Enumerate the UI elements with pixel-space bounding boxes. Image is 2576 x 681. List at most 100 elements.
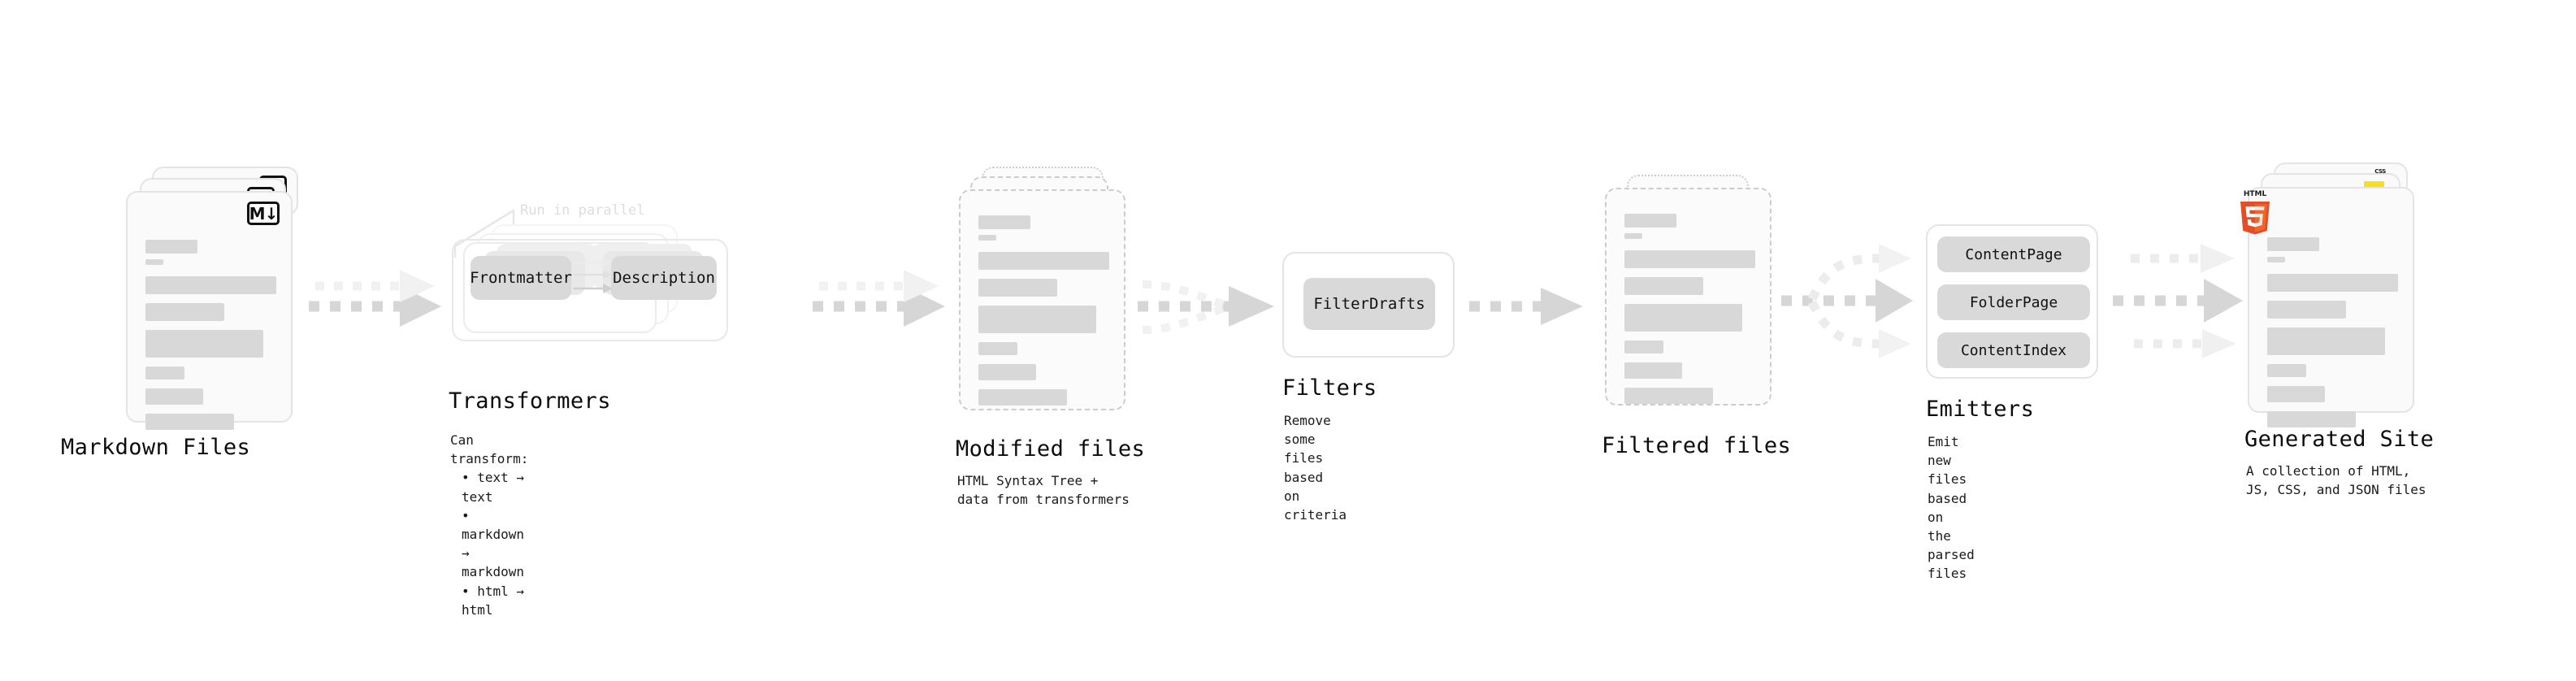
document-card-front: HTML [2240, 187, 2414, 427]
emitter-chip-contentindex[interactable]: ContentIndex [1937, 332, 2090, 368]
connector-modified-to-filters [1138, 280, 1274, 334]
placeholder-line [145, 388, 203, 405]
emitter-chip-folderpage[interactable]: FolderPage [1937, 284, 2090, 320]
generated-site-stack: CSS HTML [2240, 163, 2431, 431]
run-in-parallel-bracket [453, 209, 515, 258]
description-line: data from transformers [957, 492, 1130, 508]
transformers-description-head: Can transform: [450, 432, 529, 467]
emitter-chip-contentpage[interactable]: ContentPage [1937, 236, 2090, 272]
stage-title-generated-site: Generated Site [2244, 427, 2435, 452]
filters-panel: FilterDrafts [1282, 252, 1455, 358]
html5-icon: HTML [2238, 190, 2272, 237]
placeholder-line [1624, 214, 1676, 228]
stage-title-transformers: Transformers [449, 388, 611, 414]
placeholder-line [2267, 301, 2346, 319]
filters-description: Remove some files based on criteria [1284, 411, 1347, 524]
placeholder-line [1624, 388, 1713, 404]
stage-modified-files: Modified files HTML Syntax Tree + data f… [956, 167, 1145, 507]
transformer-chip-label: Description [613, 269, 715, 287]
placeholder-line [2267, 257, 2285, 262]
emitter-chip-label: ContentIndex [1960, 341, 2067, 359]
connector-emitters-to-site [2113, 244, 2243, 358]
emitter-chip-label: ContentPage [1965, 245, 2062, 263]
filter-chip-filterdrafts[interactable]: FilterDrafts [1303, 278, 1435, 330]
modified-file-stack [959, 167, 1134, 427]
placeholder-line [145, 240, 197, 254]
html5-shield [2240, 202, 2270, 235]
placeholder-line [145, 330, 263, 358]
markdown-badge-letter: M [249, 203, 266, 223]
connector-transformers-to-modified [813, 270, 945, 327]
description-line: Emit new files based on [1928, 434, 1967, 525]
placeholder-line [1624, 277, 1703, 295]
stage-title-emitters: Emitters [1926, 397, 2035, 422]
markdown-badge-arrow: ↓ [264, 203, 279, 223]
run-in-parallel-note: Run in parallel [520, 202, 645, 219]
placeholder-line [978, 215, 1030, 229]
placeholder-line [2267, 364, 2306, 377]
stage-markdown-files: M↓ M↓ M↓ [61, 167, 301, 460]
placeholder-line [145, 276, 276, 294]
description-line: HTML Syntax Tree + [957, 473, 1099, 488]
modified-files-description: HTML Syntax Tree + data from transformer… [957, 471, 1130, 509]
placeholder-line [2267, 386, 2325, 402]
placeholder-line [978, 252, 1109, 270]
connector-filters-to-filtered [1469, 288, 1583, 325]
transformers-bullet: • text → text [462, 470, 525, 505]
stage-title-modified-files: Modified files [956, 436, 1146, 462]
placeholder-line [145, 367, 184, 380]
document-placeholder-lines [978, 215, 1109, 414]
placeholder-line [1624, 362, 1682, 379]
placeholder-line [978, 235, 996, 241]
transformer-inner-arrows [574, 258, 613, 293]
emitters-description: Emit new files based on the parsed files [1928, 432, 1975, 583]
placeholder-line [978, 342, 1017, 355]
placeholder-line [2267, 274, 2398, 292]
stage-title-filtered-files: Filtered files [1602, 433, 1792, 458]
transformer-chip-description[interactable]: Description [611, 256, 717, 300]
markdown-file-stack: M↓ M↓ M↓ [126, 167, 301, 430]
document-placeholder-lines [2267, 237, 2398, 436]
placeholder-line [978, 306, 1096, 333]
document-placeholder-lines [1624, 214, 1755, 413]
placeholder-line [145, 414, 234, 430]
placeholder-line [1624, 340, 1663, 354]
transformer-chip-frontmatter[interactable]: Frontmatter [470, 256, 572, 300]
placeholder-line [978, 279, 1057, 297]
document-placeholder-lines [145, 240, 276, 439]
filtered-file-stack [1605, 175, 1780, 427]
transformer-panel-front [452, 239, 728, 341]
stage-filtered-files: Filtered files [1602, 175, 1791, 458]
stage-title-filters: Filters [1282, 375, 1377, 401]
emitters-panel: ContentPage FolderPage ContentIndex [1926, 224, 2098, 379]
document-card-front [1605, 188, 1772, 406]
description-line: A collection of HTML, [2246, 463, 2411, 479]
transformers-bullet: • html → html [462, 583, 525, 618]
html5-icon-label: HTML [2243, 190, 2267, 198]
generated-site-description: A collection of HTML, JS, CSS, and JSON … [2246, 462, 2426, 499]
description-line: the parsed files [1928, 527, 1975, 582]
filter-chip-label: FilterDrafts [1313, 295, 1425, 313]
connector-filtered-to-emitters [1781, 244, 1913, 358]
placeholder-line [1624, 250, 1755, 268]
placeholder-line [2267, 411, 2356, 427]
connector-markdown-to-transformers [309, 270, 441, 327]
transformer-chip-label: Frontmatter [470, 269, 572, 287]
css-badge-label: CSS [2374, 168, 2386, 175]
stage-title-markdown-files: Markdown Files [61, 435, 251, 460]
emitter-chip-label: FolderPage [1969, 293, 2058, 311]
placeholder-line [978, 364, 1036, 380]
placeholder-line [978, 389, 1067, 406]
placeholder-line [145, 303, 224, 321]
description-line: Remove some files based [1284, 413, 1331, 485]
stage-generated-site: CSS HTML [2240, 163, 2434, 497]
placeholder-line [2267, 327, 2385, 355]
markdown-badge: M↓ [247, 202, 280, 225]
transformers-description: Can transform: • text → text • markdown … [450, 431, 528, 619]
placeholder-line [1624, 304, 1742, 332]
document-card-front: M↓ [126, 191, 293, 430]
placeholder-line [1624, 233, 1642, 239]
placeholder-line [2267, 237, 2319, 251]
description-line: JS, CSS, and JSON files [2246, 482, 2426, 498]
